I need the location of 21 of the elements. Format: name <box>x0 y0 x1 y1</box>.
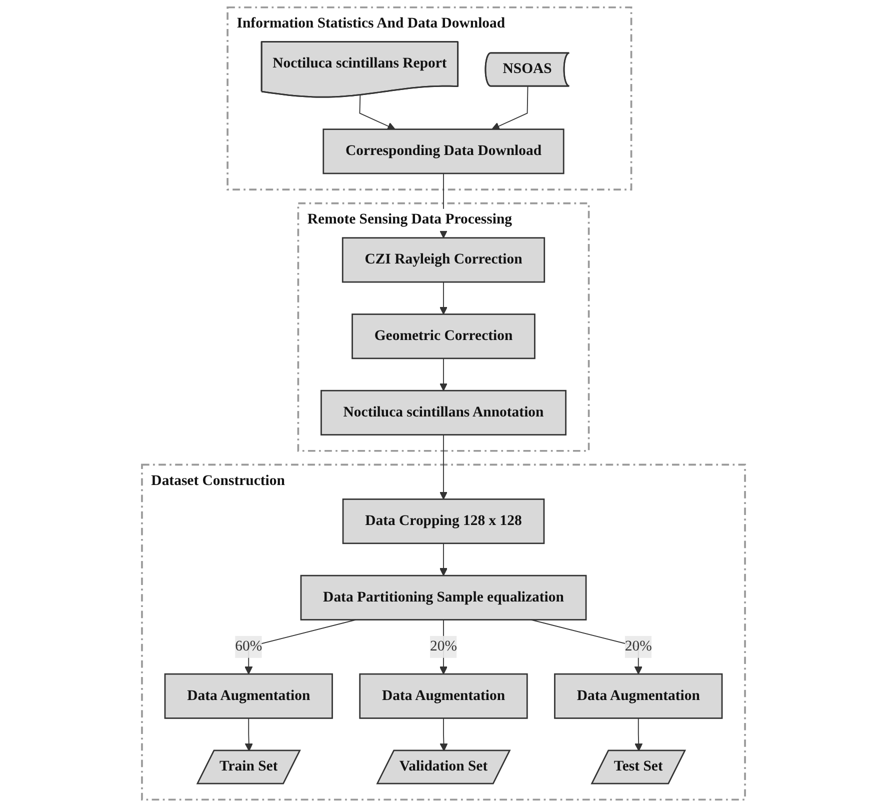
node-box: CZI Rayleigh Correction <box>342 237 546 283</box>
edge-label: 60% <box>235 638 262 654</box>
node-box: Corresponding Data Download <box>322 128 564 174</box>
node-box: Noctiluca scintillans Annotation <box>320 390 566 436</box>
node-box: Geometric Correction <box>352 314 536 360</box>
edge-label: 20% <box>430 638 457 654</box>
arrow <box>439 282 448 315</box>
arrow <box>634 718 643 752</box>
node-box: Data Augmentation <box>554 673 723 719</box>
node-box: Data Augmentation <box>359 673 528 719</box>
arrow <box>359 94 396 130</box>
edge-label: 20% <box>624 638 652 654</box>
node-box: Data Augmentation <box>164 673 333 719</box>
node-box: Data Cropping 128 x 128 <box>342 498 545 544</box>
arrow <box>440 718 448 752</box>
arrow <box>492 86 528 130</box>
arrow <box>439 434 448 500</box>
arrow <box>439 542 448 576</box>
arrow <box>439 358 448 391</box>
node-box: Data Partitioning Sample equalization <box>300 574 587 620</box>
arrow <box>244 718 253 752</box>
